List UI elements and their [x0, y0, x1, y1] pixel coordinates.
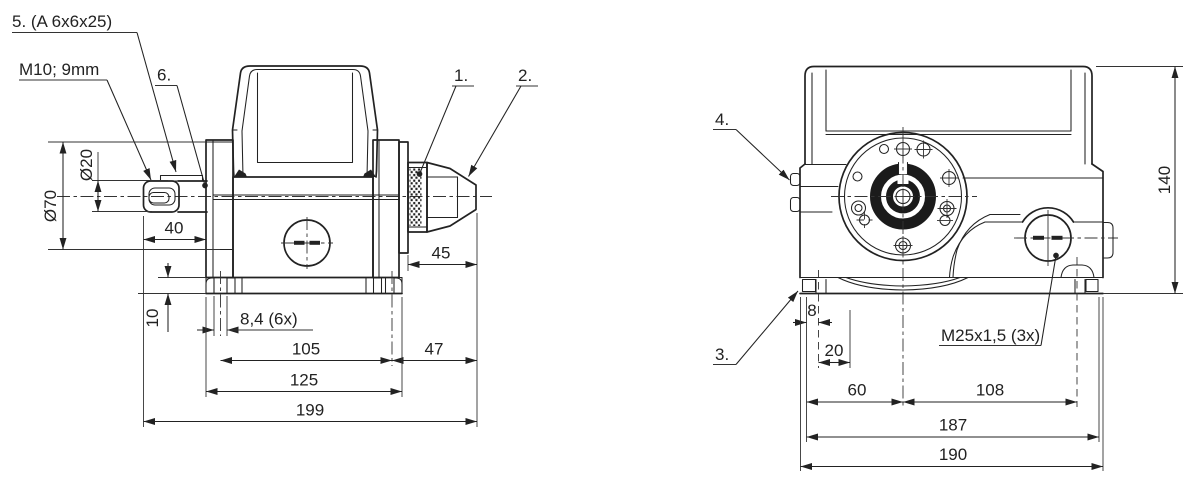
- output-shaft: [142, 174, 208, 213]
- dim-84-text: 8,4 (6x): [240, 310, 298, 329]
- vent-screw-lower: [789, 196, 801, 213]
- dim-40-text: 40: [165, 219, 184, 238]
- dim-20-text: 20: [825, 341, 844, 360]
- dim-187: 187: [806, 297, 1100, 442]
- dim-dia20-text: Ø20: [77, 149, 96, 181]
- dim-8-text: 8: [807, 301, 816, 320]
- dim-dia-20: Ø20: [77, 149, 168, 212]
- callout-6-label: 6.: [157, 66, 171, 85]
- dim-8-4: 8,4 (6x): [197, 296, 313, 336]
- housing-body: [205, 139, 400, 279]
- dim-105-text: 105: [292, 340, 320, 359]
- dim-199: 199: [143, 401, 477, 425]
- side-plug-boss: [281, 217, 333, 269]
- dim-187-text: 187: [939, 416, 967, 435]
- dim-45: 45: [407, 213, 478, 427]
- dim-105: 105: [220, 340, 392, 364]
- dim-190-text: 190: [939, 445, 967, 464]
- knurl-texture: [409, 168, 422, 226]
- callout-4: 4.: [713, 110, 790, 181]
- callout-2-label: 2.: [518, 66, 532, 85]
- callout-4-label: 4.: [715, 110, 729, 129]
- hand-knob: [398, 141, 477, 254]
- dim-20-front: 20: [818, 310, 851, 368]
- dim-8: 8: [793, 270, 832, 442]
- callout-6: 6.: [155, 66, 208, 189]
- output-flange: [831, 127, 977, 406]
- callout-1-label: 1.: [454, 66, 468, 85]
- dim-47: 47: [392, 340, 477, 364]
- front-cover: [804, 65, 1093, 165]
- dim-125: 125: [205, 297, 403, 397]
- dim-10: 10: [138, 263, 206, 332]
- dim-60-text: 60: [848, 381, 867, 400]
- front-body: [789, 163, 1104, 279]
- dim-40: 40: [143, 216, 206, 427]
- dim-dia-70: Ø70: [41, 141, 220, 250]
- front-base: [799, 264, 1104, 295]
- flange-bolt-holes: [850, 140, 958, 255]
- mounting-feet: [205, 271, 403, 366]
- callout-5-label: 5. (A 6x6x25): [12, 12, 112, 31]
- dim-10-text: 10: [143, 309, 162, 328]
- dim-190: 190: [800, 297, 1104, 471]
- callout-m10-thread: M10; 9mm: [19, 60, 152, 181]
- dim-47-text: 47: [425, 340, 444, 359]
- dim-125-text: 125: [290, 371, 318, 390]
- callout-3-label: 3.: [715, 345, 729, 364]
- dim-108-text: 108: [976, 381, 1004, 400]
- vent-screw-upper: [789, 172, 801, 187]
- callout-1: 1.: [416, 66, 474, 177]
- dim-140-text: 140: [1155, 166, 1174, 194]
- dim-60: 60: [806, 381, 903, 406]
- front-view: 4. 3. M25x1,5 (3x) 140 8: [713, 65, 1183, 471]
- callout-m10-label: M10; 9mm: [19, 60, 99, 79]
- side-view: 5. (A 6x6x25) M10; 9mm 6. 1. 2.: [12, 12, 538, 427]
- callout-2: 2.: [468, 66, 538, 177]
- callout-5-key: 5. (A 6x6x25): [12, 12, 177, 173]
- dim-140: 140: [1096, 66, 1183, 294]
- callout-m25-label: M25x1,5 (3x): [941, 326, 1040, 345]
- housing-cover: [231, 65, 379, 178]
- dim-199-text: 199: [296, 401, 324, 420]
- callout-m25: M25x1,5 (3x): [939, 252, 1059, 346]
- dim-dia70-text: Ø70: [41, 190, 60, 222]
- callout-3: 3.: [713, 290, 799, 365]
- base-gland-hump: [1060, 264, 1095, 279]
- side-tab: [1102, 221, 1114, 259]
- dim-108: 108: [903, 257, 1078, 407]
- cable-gland-plug: [948, 206, 1118, 279]
- dim-45-text: 45: [432, 244, 451, 263]
